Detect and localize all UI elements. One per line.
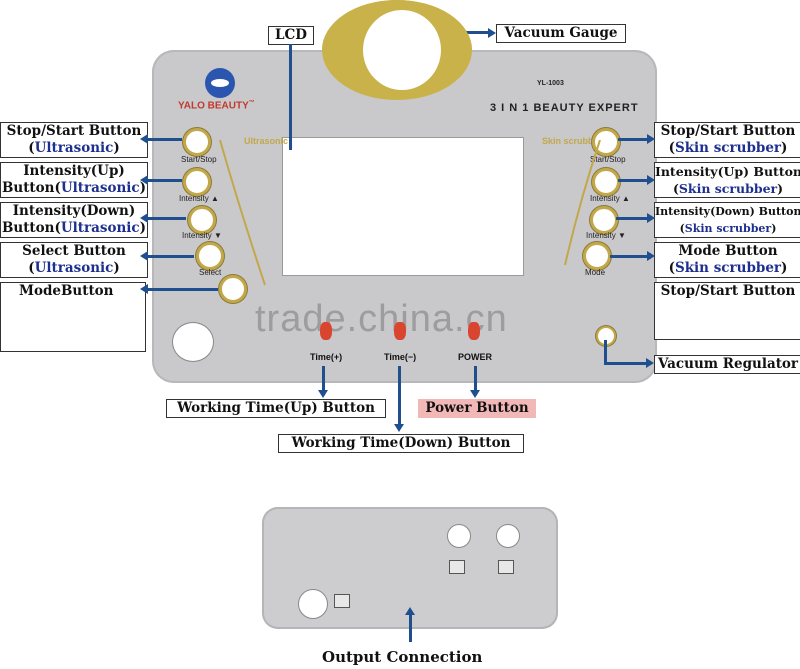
- ultrasonic-intensity-down-button[interactable]: [188, 206, 216, 234]
- skin-scrubber-section-title: Skin scrubber: [542, 136, 603, 146]
- arrow-icon: [488, 28, 496, 38]
- vacuum-socket: [496, 524, 520, 548]
- pointer-line: [474, 366, 477, 392]
- ultrasonic-arc-decoration: [219, 140, 266, 286]
- model-number: YL-1003: [537, 80, 564, 87]
- pointer-line: [146, 179, 182, 182]
- label-scrubber-intensity-down: Intensity(Down) Button (Skin scrubber): [654, 202, 800, 238]
- time-down-caption: Time(−): [384, 352, 417, 362]
- brand-logo-icon: [205, 68, 235, 98]
- time-up-label: Working Time(Up) Button: [166, 399, 386, 418]
- arrow-icon: [647, 175, 655, 185]
- arrow-icon: [140, 175, 148, 185]
- arrow-icon: [394, 424, 404, 432]
- scrubber-intensity-down-button[interactable]: [590, 206, 618, 234]
- vacuum-output-icon: [498, 560, 514, 574]
- lcd-pointer: [289, 44, 292, 150]
- arrow-icon: [140, 134, 148, 144]
- pointer-line: [409, 612, 412, 642]
- ultrasonic-section-title: Ultrasonic: [244, 136, 289, 146]
- label-mode-button: ModeButton: [0, 282, 146, 352]
- btn-caption: Intensity ▼: [182, 231, 222, 240]
- btn-caption: Start/Stop: [590, 155, 626, 164]
- scrubber-arc-decoration: [564, 140, 601, 266]
- arrow-icon: [470, 390, 480, 398]
- lcd-screen: [282, 137, 524, 276]
- time-up-caption: Time(+): [310, 352, 343, 362]
- output-connection-label: Output Connection: [322, 648, 483, 666]
- lcd-label: LCD: [268, 26, 314, 45]
- arrow-icon: [647, 213, 655, 223]
- btn-caption: Mode: [585, 268, 606, 277]
- ultrasonic-select-button[interactable]: [196, 242, 224, 270]
- btn-caption: Intensity ▼: [586, 231, 626, 240]
- scrubber-mode-button[interactable]: [583, 242, 611, 270]
- arrow-icon: [140, 251, 148, 261]
- label-ultrasonic-select: Select Button (Ultrasonic): [0, 242, 148, 278]
- ultrasonic-intensity-up-button[interactable]: [183, 168, 211, 196]
- pointer-line: [610, 255, 650, 258]
- scrubber-intensity-up-button[interactable]: [592, 168, 620, 196]
- power-caption: POWER: [458, 352, 493, 362]
- power-button-label: Power Button: [418, 399, 536, 418]
- btn-caption: Select: [199, 268, 222, 277]
- watermark: trade.china.cn: [255, 298, 508, 340]
- pointer-line: [322, 366, 325, 392]
- vacuum-gauge-dial: [363, 10, 441, 90]
- vacuum-gauge-label: Vacuum Gauge: [496, 24, 626, 43]
- ultrasonic-socket: [447, 524, 471, 548]
- ultrasonic-output-icon: [449, 560, 465, 574]
- pointer-line: [146, 288, 218, 291]
- label-scrubber-start-stop: Stop/Start Button (Skin scrubber): [654, 122, 800, 158]
- ultrasonic-start-stop-button[interactable]: [183, 128, 211, 156]
- pointer-line: [398, 366, 401, 426]
- pointer-line: [618, 179, 650, 182]
- arrow-icon: [647, 251, 655, 261]
- label-ultrasonic-intensity-up: Intensity(Up) Button(Ultrasonic): [0, 162, 148, 198]
- pointer-line: [146, 217, 186, 220]
- arrow-icon: [405, 607, 415, 615]
- label-scrubber-intensity-up: Intensity(Up) Button (Skin scrubber): [654, 162, 800, 198]
- label-scrubber-start-stop-2: Stop/Start Button: [654, 282, 800, 340]
- scrubber-output-icon: [334, 594, 350, 608]
- time-up-button[interactable]: [320, 322, 332, 340]
- product-subtitle: 3 I N 1 BEAUTY EXPERT: [490, 102, 639, 114]
- time-down-button[interactable]: [394, 322, 406, 340]
- arrow-icon: [318, 390, 328, 398]
- label-scrubber-mode: Mode Button (Skin scrubber): [654, 242, 800, 278]
- pointer-line: [616, 217, 650, 220]
- pointer-line: [604, 340, 607, 364]
- arrow-icon: [140, 213, 148, 223]
- vacuum-regulator-label: Vacuum Regulator: [654, 355, 800, 374]
- arrow-icon: [646, 358, 654, 368]
- pointer-line: [146, 138, 182, 141]
- btn-caption: Start/Stop: [181, 155, 217, 164]
- pointer-line: [618, 138, 650, 141]
- label-ultrasonic-intensity-down: Intensity(Down) Button(Ultrasonic): [0, 202, 148, 238]
- btn-caption: Intensity ▲: [179, 194, 219, 203]
- output-socket: [172, 322, 214, 362]
- scrubber-socket: [298, 589, 328, 619]
- pointer-line: [604, 362, 648, 365]
- brand-name: YALO BEAUTY™: [178, 100, 255, 112]
- mode-button[interactable]: [219, 275, 247, 303]
- pointer-line: [146, 255, 194, 258]
- power-button[interactable]: [468, 322, 480, 340]
- btn-caption: Intensity ▲: [590, 194, 630, 203]
- scrubber-start-stop-button[interactable]: [592, 128, 620, 156]
- label-ultrasonic-start-stop: Stop/Start Button (Ultrasonic): [0, 122, 148, 158]
- arrow-icon: [647, 134, 655, 144]
- arrow-icon: [140, 284, 148, 294]
- time-down-label: Working Time(Down) Button: [278, 434, 524, 453]
